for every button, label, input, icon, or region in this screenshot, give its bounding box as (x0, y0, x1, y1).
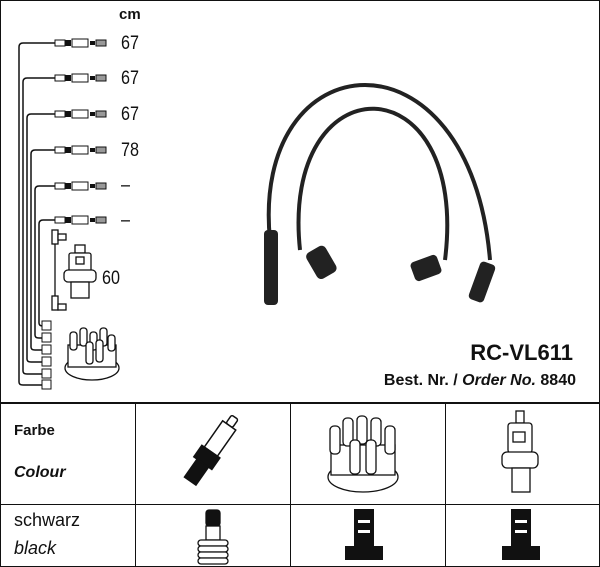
distributor-cap-icon (327, 415, 399, 493)
colour-value-en: black (14, 538, 57, 558)
spark-plug-icon (183, 414, 239, 487)
cable-length-6: – (121, 210, 130, 231)
plug-connector-icon (54, 38, 107, 48)
distributor-boot-icon (345, 509, 383, 560)
order-label: Order No. (462, 372, 536, 389)
wire (26, 113, 55, 363)
colour-header-en: Colour (14, 464, 66, 481)
cap-terminal-icon (41, 344, 52, 355)
plug-connector-icon (54, 109, 107, 119)
ignition-coil-icon (501, 410, 539, 493)
coil-boot-icon (502, 509, 540, 560)
order-number: 8840 (540, 372, 576, 389)
colour-value-de: schwarz (14, 510, 81, 530)
cable-length-5: – (121, 175, 130, 196)
cable-length-1: 67 (121, 33, 139, 54)
order-number-line: Best. Nr. / Order No. 8840 (384, 372, 576, 390)
coil-cable (51, 229, 67, 311)
cable-length-coil: 60 (102, 268, 120, 289)
plug-connector-icon (54, 181, 107, 191)
divider (135, 403, 136, 567)
plug-connector-icon (54, 73, 107, 83)
plug-connector-icon (54, 145, 107, 155)
product-code: RC-VL611 (470, 340, 573, 365)
cable-connectors (264, 230, 496, 305)
cap-terminal-icon (41, 368, 52, 379)
divider (0, 504, 600, 505)
colour-header-de: Farbe (14, 422, 55, 439)
wire (30, 149, 55, 351)
divider (445, 403, 446, 567)
wire (22, 77, 55, 375)
cable-length-3: 67 (121, 104, 139, 125)
wire (34, 185, 55, 339)
cable-length-2: 67 (121, 68, 139, 89)
distributor-cap-icon (64, 327, 120, 381)
wire (18, 42, 55, 386)
unit-label: cm (119, 6, 141, 23)
cap-terminal-icon (41, 332, 52, 343)
coil-icon (63, 244, 97, 299)
order-prefix: Best. Nr. / (383, 372, 458, 389)
divider (290, 403, 291, 567)
cable-length-4: 78 (121, 140, 139, 161)
divider (0, 402, 600, 404)
cable-set-drawing (266, 83, 492, 261)
cap-terminal-icon (41, 379, 52, 390)
cap-terminal-icon (41, 356, 52, 367)
cap-terminal-icon (41, 320, 52, 331)
wire (38, 219, 55, 327)
plug-connector-icon (54, 215, 107, 225)
plug-boot-icon (197, 509, 229, 565)
